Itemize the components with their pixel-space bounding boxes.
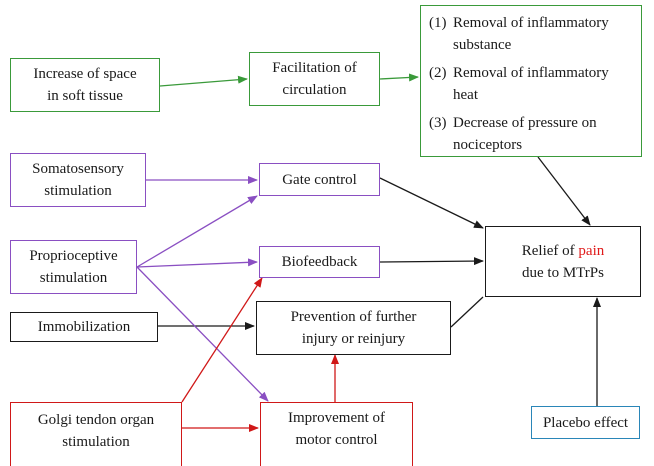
arrow-prevention-to-relief [450, 296, 484, 328]
node-golgi-tendon-organ-stimulation: Golgi tendon organ stimulation [10, 402, 182, 466]
mechanism-item: (3) Decrease of pressure on nociceptors [429, 112, 597, 156]
node-proprioceptive-stimulation: Proprioceptive stimulation [10, 240, 137, 294]
mechanism-item: (2) Removal of inflammatory heat [429, 62, 609, 106]
node-text-line: circulation [282, 82, 347, 98]
arrow-biofeedback-to-relief [379, 257, 484, 266]
node-text-line: Immobilization [37, 319, 131, 335]
mechanism-number: (1) [429, 15, 447, 31]
node-facilitation-of-circulation: Facilitation of circulation [249, 52, 380, 106]
mechanism-text-line: Removal of inflammatory [453, 65, 609, 81]
mechanism-text-line: nociceptors [453, 137, 523, 153]
node-text-line: stimulation [62, 434, 130, 450]
mechanism-text-line: Decrease of pressure on [453, 115, 597, 131]
mechanism-text-line: Removal of inflammatory [453, 15, 609, 31]
arrow-gate-to-relief [379, 177, 484, 229]
node-text-line: Biofeedback [281, 254, 358, 270]
node-text-line: in soft tissue [47, 88, 123, 104]
relief-text-line: Relief of pain [522, 240, 604, 262]
node-text-line: motor control [295, 432, 378, 448]
node-text-line: stimulation [44, 183, 112, 199]
node-relief-of-pain: Relief of pain due to MTrPs [485, 226, 641, 297]
arrow-golgi-to-biofeedback [181, 277, 263, 403]
mechanism-text-line: heat [453, 87, 478, 103]
node-text-line: injury or reinjury [301, 331, 406, 347]
mechanism-number: (3) [429, 115, 447, 131]
mechanism-item: (1) Removal of inflammatory substance [429, 12, 609, 56]
arrow-facilitation-to-mechanisms [379, 73, 419, 82]
mechanism-text-line: substance [453, 37, 512, 53]
arrow-proprioceptive-to-biofeedback [136, 258, 258, 268]
node-placebo-effect: Placebo effect [531, 406, 640, 439]
node-improvement-of-motor-control: Improvement of motor control [260, 402, 413, 466]
pain-highlight: pain [578, 242, 605, 259]
node-text-line: Proprioceptive [29, 248, 118, 264]
arrow-mechanisms-to-relief [537, 156, 591, 226]
node-text-line: Prevention of further [290, 309, 417, 325]
node-prevention-of-injury: Prevention of further injury or reinjury [256, 301, 451, 355]
relief-prefix: Relief of [521, 242, 579, 259]
node-text-line: Improvement of [287, 410, 386, 426]
node-somatosensory-stimulation: Somatosensory stimulation [10, 153, 146, 207]
node-immobilization: Immobilization [10, 312, 158, 342]
node-biofeedback: Biofeedback [259, 246, 380, 278]
relief-text-line: due to MTrPs [522, 264, 604, 281]
node-text-line: Placebo effect [542, 414, 629, 431]
node-gate-control: Gate control [259, 163, 380, 196]
node-mechanism-list: (1) Removal of inflammatory substance (2… [420, 5, 642, 157]
mechanism-number: (2) [429, 65, 447, 81]
node-text-line: Facilitation of [272, 60, 357, 76]
node-text-line: Somatosensory [32, 161, 124, 177]
node-text-line: Golgi tendon organ [37, 412, 155, 428]
node-increase-of-space: Increase of space in soft tissue [10, 58, 160, 112]
arrow-increase-to-facilitation [159, 75, 248, 87]
arrow-proprioceptive-to-gate [136, 195, 258, 268]
node-text-line: Gate control [282, 171, 357, 188]
node-text-line: Increase of space [33, 66, 137, 82]
arrow-proprioceptive-to-improvement [136, 266, 269, 402]
node-text-line: stimulation [39, 270, 108, 286]
